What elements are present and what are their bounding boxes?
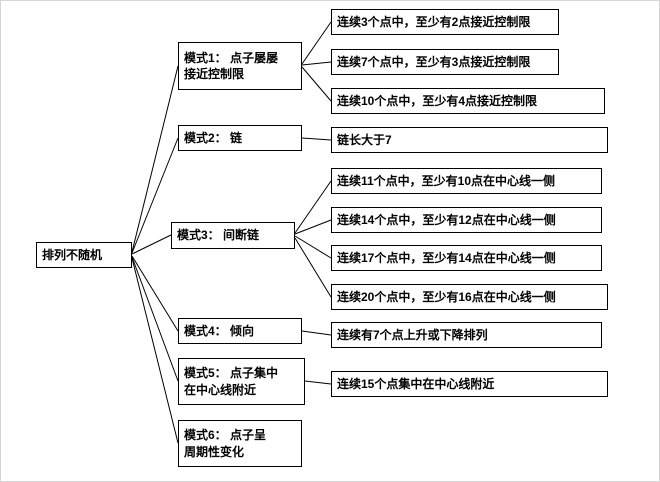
criterion-node-5: 连续11个点中，至少有10点在中心线一侧: [331, 168, 602, 194]
mode-node-label: 模式1： 点子屡屡 接近控制限: [184, 50, 279, 81]
criterion-node-label: 连续20个点中，至少有16点在中心线一侧: [337, 289, 556, 304]
criterion-node-2: 连续7个点中，至少有3点接近控制限: [331, 49, 559, 75]
connector-mode5-crit10: [304, 380, 332, 385]
connector-mode3-crit5: [294, 180, 332, 234]
mode-node-6: 模式6： 点子呈 周期性变化: [178, 420, 302, 467]
root-node-label: 排列不随机: [42, 247, 103, 262]
criterion-node-label: 连续14个点中，至少有12点在中心线一侧: [337, 212, 556, 227]
connector-mode3-crit8: [294, 237, 332, 298]
criterion-node-label: 连续17个点中，至少有14点在中心线一侧: [337, 250, 556, 265]
mode-node-label: 模式6： 点子呈 周期性变化: [184, 428, 267, 459]
mode-node-label: 模式3： 间断链: [177, 228, 260, 243]
connector-mode2-crit4: [301, 137, 332, 141]
criterion-node-3: 连续10个点中，至少有4点接近控制限: [331, 88, 605, 114]
mode-node-4: 模式4： 倾向: [178, 318, 302, 344]
connector-root-mode6: [131, 257, 179, 444]
criterion-node-label: 连续15个点集中在中心线附近: [337, 376, 495, 391]
connector-root-mode3: [131, 234, 172, 255]
connector-mode4-crit9: [301, 330, 332, 336]
criterion-node-label: 连续7个点中，至少有3点接近控制限: [337, 54, 531, 69]
connector-root-mode4: [131, 255, 179, 332]
criterion-node-8: 连续20个点中，至少有16点在中心线一侧: [331, 284, 608, 310]
mode-node-label: 模式4： 倾向: [184, 323, 255, 338]
connector-mode3-crit7: [294, 235, 332, 259]
connector-mode1-crit2: [301, 61, 332, 66]
mode-node-3: 模式3： 间断链: [171, 222, 295, 249]
criterion-node-label: 连续3个点中，至少有2点接近控制限: [337, 14, 531, 29]
root-node: 排列不随机: [36, 242, 132, 268]
criterion-node-label: 链长大于7: [337, 132, 392, 147]
criterion-node-6: 连续14个点中，至少有12点在中心线一侧: [331, 207, 602, 233]
criterion-node-label: 连续有7个点上升或下降排列: [337, 327, 488, 342]
mode-node-2: 模式2： 链: [178, 125, 302, 151]
criterion-node-1: 连续3个点中，至少有2点接近控制限: [331, 9, 559, 35]
connector-mode3-crit6: [294, 219, 332, 235]
mode-node-5: 模式5： 点子集中 在中心线附近: [178, 358, 305, 405]
criterion-node-10: 连续15个点集中在中心线附近: [331, 371, 608, 397]
connector-mode1-crit3: [301, 66, 332, 102]
criterion-node-9: 连续有7个点上升或下降排列: [331, 322, 602, 348]
criterion-node-label: 连续11个点中，至少有10点在中心线一侧: [337, 173, 556, 188]
mode-node-label: 模式2： 链: [184, 130, 243, 145]
connector-root-mode5: [131, 256, 179, 382]
mode-node-label: 模式5： 点子集中 在中心线附近: [184, 366, 279, 397]
criterion-node-7: 连续17个点中，至少有14点在中心线一侧: [331, 245, 602, 271]
criterion-node-4: 链长大于7: [331, 127, 608, 153]
connector-mode1-crit1: [301, 21, 332, 65]
criterion-node-label: 连续10个点中，至少有4点接近控制限: [337, 93, 538, 108]
mode-node-1: 模式1： 点子屡屡 接近控制限: [178, 42, 302, 90]
